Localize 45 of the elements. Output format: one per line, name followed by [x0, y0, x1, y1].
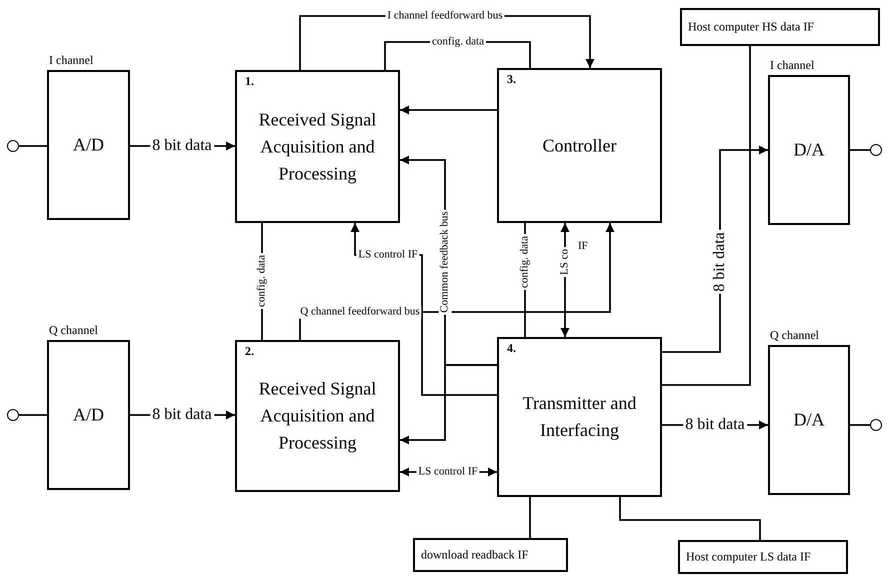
channel-heading: Q channel	[49, 323, 98, 338]
block-title: Transmitter and Interfacing	[522, 392, 638, 442]
block-title: download readback IF	[421, 548, 530, 562]
block-title: A/D	[72, 404, 105, 426]
block-title: Received Signal Acquisition and Processing	[258, 108, 378, 186]
block-title: D/A	[792, 138, 826, 162]
terminal-circle	[7, 140, 19, 152]
connector-line	[850, 149, 870, 151]
fpga-block	[235, 70, 400, 223]
channel-heading: I channel	[49, 53, 94, 68]
fpga-block	[235, 340, 400, 492]
block-number: 1.	[245, 74, 254, 89]
block	[413, 538, 568, 572]
block-title: Host computer LS data IF	[686, 550, 812, 564]
edge-label: config. data	[256, 253, 268, 309]
block-title: D/A	[792, 408, 826, 432]
block-title: A/D	[72, 134, 105, 156]
connector-line	[19, 145, 47, 147]
fpga-block	[497, 337, 662, 497]
block	[680, 8, 880, 46]
edge-label: config. data	[430, 36, 486, 48]
terminal-circle	[870, 419, 882, 431]
block-title: Received Signal Acquisition and Processing	[258, 378, 378, 454]
channel-heading: I channel	[770, 58, 814, 73]
block-number: 2.	[245, 344, 254, 359]
connector-line	[850, 424, 870, 426]
fpga-block	[497, 68, 662, 223]
edge-label: Q channel feedforward bus	[298, 306, 422, 318]
note-label: IF	[577, 240, 589, 252]
block-number: 3.	[507, 72, 516, 87]
terminal-circle	[870, 144, 882, 156]
channel-heading: Q channel	[770, 328, 819, 343]
block-title: Host computer HS data IF	[688, 20, 815, 34]
connector-line	[529, 497, 531, 538]
edge-label: Common feedback bus	[438, 209, 452, 315]
arrow	[400, 106, 497, 114]
edge-label: config. data	[518, 234, 532, 290]
connector-line	[19, 414, 47, 416]
arrow	[400, 364, 497, 444]
connector-line	[619, 497, 761, 540]
terminal-circle	[7, 409, 19, 421]
connector-line	[662, 46, 751, 386]
block-number: 4.	[507, 341, 516, 356]
block	[678, 540, 848, 574]
block-title: Controller	[542, 134, 618, 157]
